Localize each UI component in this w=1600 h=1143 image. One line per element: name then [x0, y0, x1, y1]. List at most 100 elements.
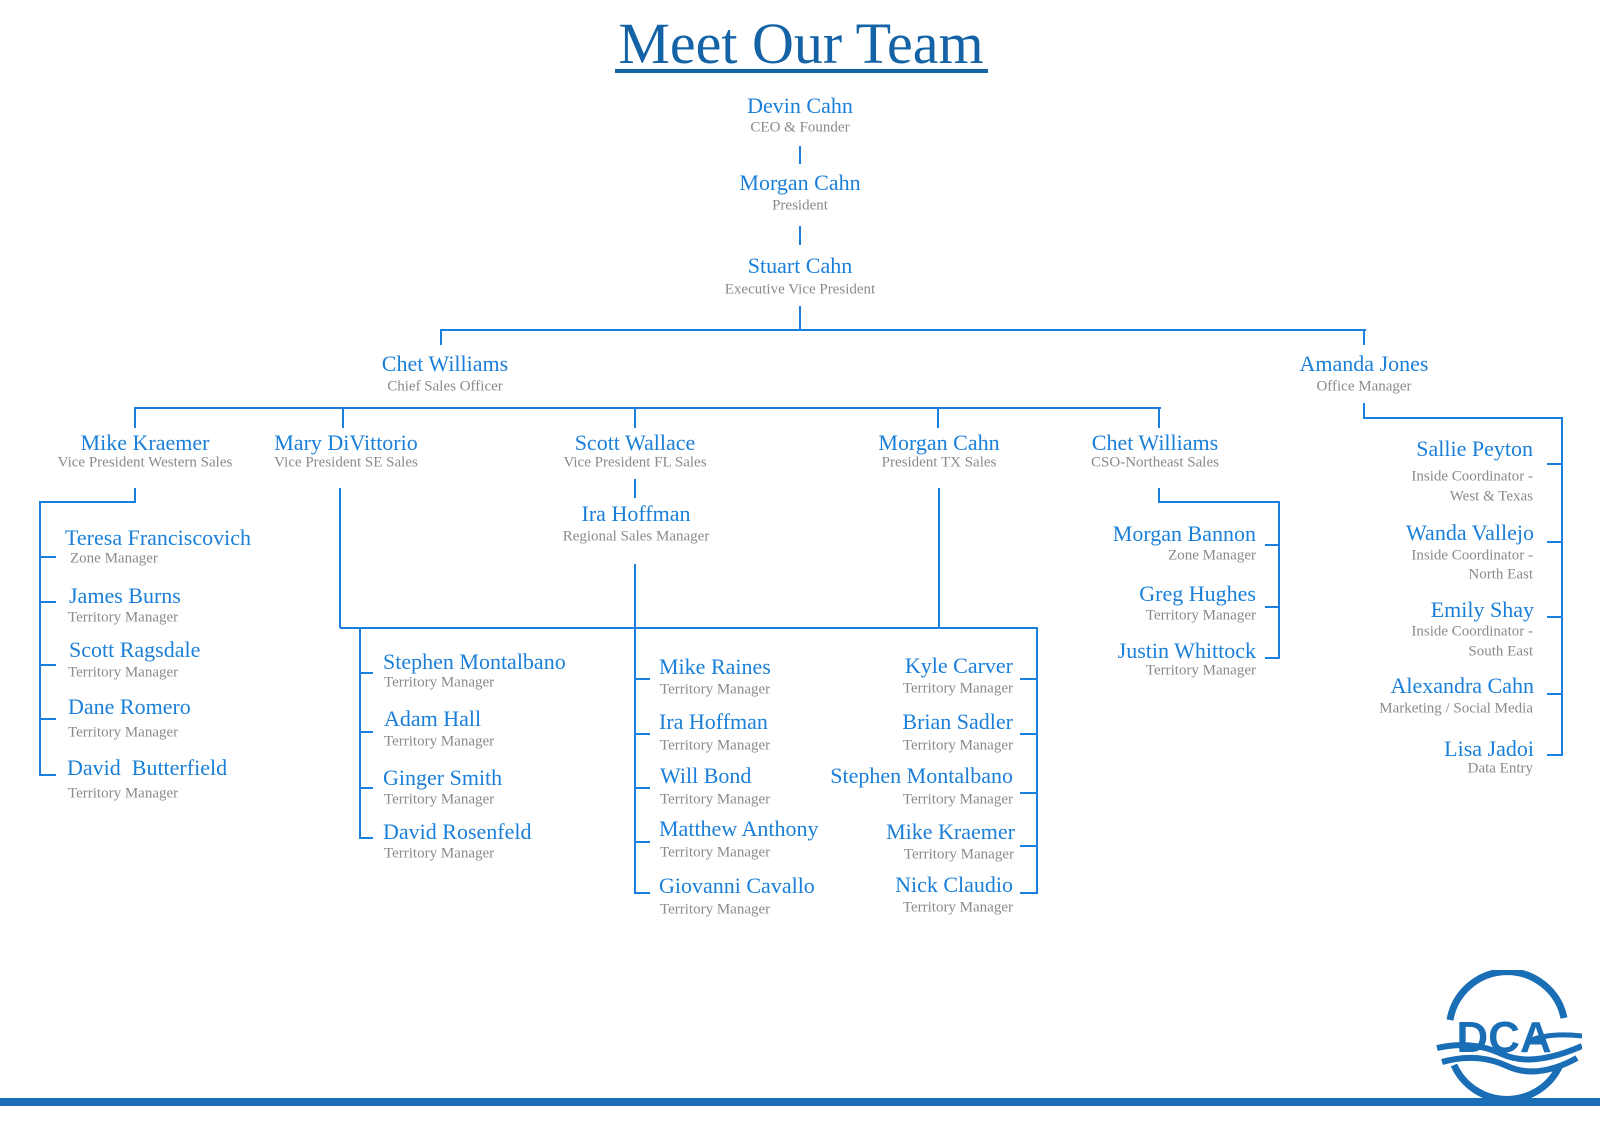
person-name: Justin Whittock	[1117, 638, 1256, 663]
person-name: Lisa Jadoi	[1444, 736, 1534, 761]
person-title: Territory Manager	[660, 791, 771, 808]
connector-line	[634, 407, 636, 428]
footer-bar	[0, 1098, 1600, 1106]
dca-logo: DCA	[1436, 970, 1582, 1100]
person-name: Dane Romero	[68, 694, 191, 719]
person-name: Scott Wallace	[574, 430, 696, 455]
person-name: Will Bond	[660, 763, 752, 788]
connector-line	[441, 329, 1366, 331]
person-name: Brian Sadler	[902, 709, 1013, 734]
connector-line	[359, 627, 361, 839]
person-title: Office Manager	[1316, 378, 1412, 395]
connector-line	[1265, 657, 1280, 659]
person-name: Mike Kraemer	[80, 430, 210, 455]
connector-line	[1020, 678, 1036, 680]
connector-line	[39, 718, 56, 720]
person-name: Wanda Vallejo	[1406, 520, 1534, 545]
person-title: Data Entry	[1467, 760, 1533, 777]
person-name: Stephen Montalbano	[830, 763, 1013, 788]
connector-line	[1561, 417, 1563, 756]
connector-line	[634, 479, 636, 498]
connector-line	[1020, 733, 1036, 735]
person-title: Territory Manager	[68, 609, 179, 626]
connector-line	[634, 678, 650, 680]
person-title: Inside Coordinator -	[1411, 468, 1533, 485]
person-name: James Burns	[69, 583, 181, 608]
person-title: Territory Manager	[68, 664, 179, 681]
person-name: Kyle Carver	[904, 653, 1013, 678]
person-title: Territory Manager	[660, 737, 771, 754]
connector-line	[135, 407, 1161, 409]
connector-line	[1158, 407, 1160, 428]
person-name: Sallie Peyton	[1416, 436, 1533, 461]
connector-line	[39, 556, 56, 558]
person-title: Territory Manager	[384, 845, 495, 862]
connector-line	[799, 146, 801, 164]
connector-line	[134, 488, 136, 503]
person-name: Mike Raines	[659, 654, 771, 679]
connector-line	[1036, 627, 1038, 894]
person-name: Nick Claudio	[895, 872, 1013, 897]
connector-line	[634, 564, 636, 894]
connector-line	[1265, 544, 1280, 546]
connector-line	[634, 841, 650, 843]
person-title: Territory Manager	[902, 737, 1013, 754]
connector-line	[938, 488, 940, 628]
person-title: Zone Manager	[70, 550, 158, 567]
connector-line	[39, 774, 56, 776]
person-title: Chief Sales Officer	[387, 378, 503, 395]
person-title: Inside Coordinator -	[1411, 547, 1533, 564]
person-name: Teresa Franciscovich	[65, 525, 251, 550]
person-name: Adam Hall	[384, 706, 482, 731]
person-title: Territory Manager	[384, 791, 495, 808]
person-name: Alexandra Cahn	[1390, 673, 1534, 698]
connector-line	[39, 601, 56, 603]
person-name: David Rosenfeld	[383, 819, 532, 844]
person-title: Territory Manager	[903, 846, 1014, 863]
person-title: Territory Manager	[660, 681, 771, 698]
person-title: Vice President Western Sales	[57, 454, 233, 471]
connector-line	[1278, 501, 1280, 659]
person-title: Marketing / Social Media	[1379, 700, 1533, 717]
connector-line	[937, 407, 939, 428]
person-name: Stuart Cahn	[747, 253, 853, 278]
title-underline	[615, 69, 988, 73]
page-title: Meet Our Team	[618, 11, 984, 76]
person-name: Ira Hoffman	[581, 501, 691, 526]
connector-line	[799, 306, 801, 330]
person-title: CSO-Northeast Sales	[1091, 454, 1219, 471]
person-title: Territory Manager	[660, 901, 771, 918]
person-title: Territory Manager	[68, 724, 179, 741]
person-title: Territory Manager	[660, 844, 771, 861]
connector-line	[1363, 403, 1365, 419]
person-title: Executive Vice President	[724, 281, 876, 298]
person-title: Territory Manager	[902, 899, 1013, 916]
connector-line	[440, 329, 442, 345]
connector-line	[1547, 754, 1563, 756]
person-title: South East	[1468, 643, 1533, 660]
connector-line	[340, 627, 1038, 629]
person-title: CEO & Founder	[750, 119, 850, 136]
person-name: Mary DiVittorio	[274, 430, 418, 455]
connector-line	[39, 501, 136, 503]
person-title: Territory Manager	[384, 674, 495, 691]
person-name: David Butterfield	[67, 755, 228, 780]
person-title: Regional Sales Manager	[562, 528, 710, 545]
connector-line	[1158, 488, 1160, 503]
person-name: Chet Williams	[1091, 430, 1219, 455]
connector-line	[1020, 892, 1036, 894]
connector-line	[134, 407, 136, 428]
connector-line	[1158, 501, 1280, 503]
connector-line	[339, 488, 341, 628]
person-name: Scott Ragsdale	[69, 637, 201, 662]
connector-line	[1547, 693, 1563, 695]
connector-line	[359, 837, 373, 839]
connector-line	[342, 407, 344, 428]
connector-line	[1547, 463, 1563, 465]
connector-line	[39, 664, 56, 666]
connector-line	[1363, 417, 1563, 419]
person-name: Morgan Bannon	[1112, 521, 1256, 546]
person-title: Inside Coordinator -	[1411, 623, 1533, 640]
person-title: West & Texas	[1449, 488, 1533, 505]
connector-line	[1020, 845, 1036, 847]
